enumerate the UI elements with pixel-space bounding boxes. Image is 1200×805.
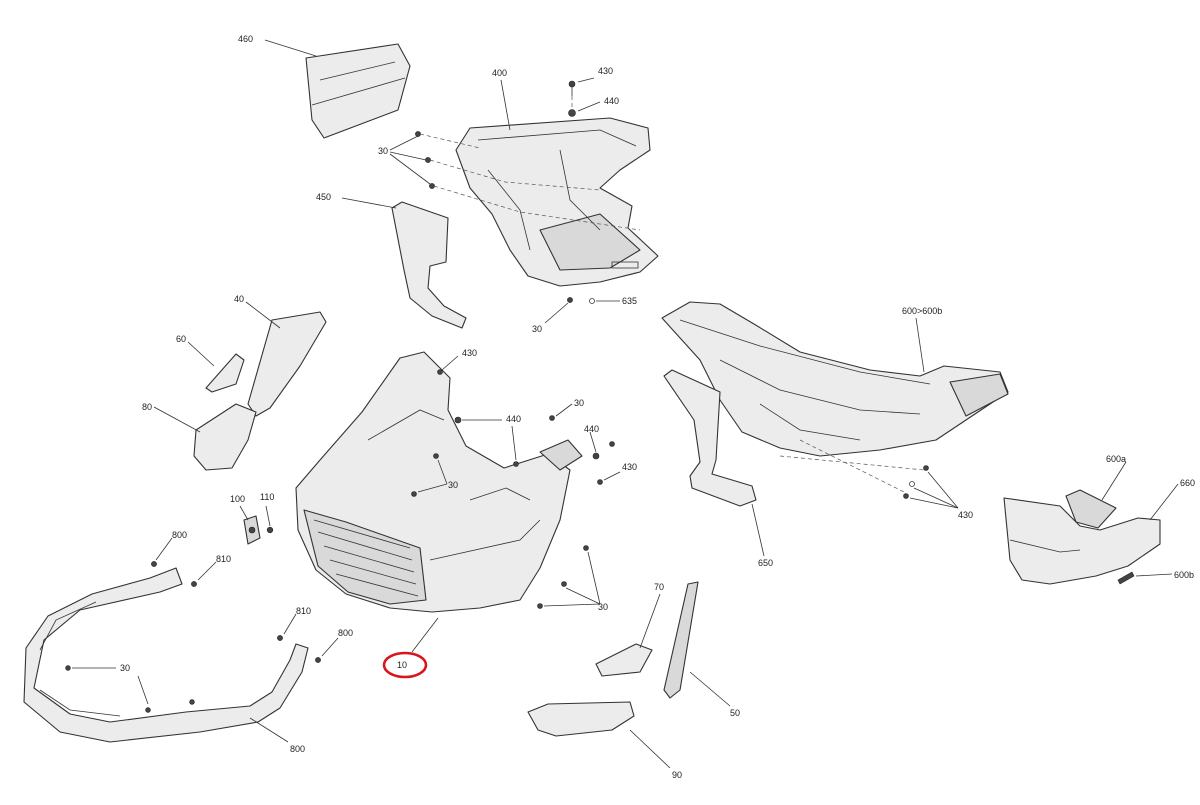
callout-450: 450 <box>316 192 331 202</box>
part-450-panel <box>341 197 467 329</box>
part-90-cover <box>527 701 671 769</box>
part-100-bracket <box>239 505 261 545</box>
callout-400: 400 <box>492 68 507 78</box>
part-40-trim <box>245 301 327 417</box>
part-400-upper-frame <box>455 79 659 287</box>
part-10-front-fascia <box>295 351 583 653</box>
callout-70: 70 <box>654 582 664 592</box>
callout-800: 800 <box>172 530 187 540</box>
callout-440: 440 <box>584 424 599 434</box>
callout-440: 440 <box>604 96 619 106</box>
part-660-side-panel <box>1003 483 1179 585</box>
part-50-seal-strip <box>663 581 731 707</box>
callout-80: 80 <box>142 402 152 412</box>
callout-440: 440 <box>506 414 521 424</box>
callout-90: 90 <box>672 770 682 780</box>
callout-30: 30 <box>574 398 584 408</box>
callout-60: 60 <box>176 334 186 344</box>
part-600a-bracket <box>1065 461 1127 529</box>
callout-660: 660 <box>1180 478 1195 488</box>
highlight-ring-part-10 <box>382 651 428 679</box>
part-650-side-panel <box>663 369 765 557</box>
callout-430: 430 <box>958 510 973 520</box>
callout-635: 635 <box>622 296 637 306</box>
fasteners-10 <box>411 355 621 609</box>
callout-600a: 600a <box>1106 454 1126 464</box>
callout-30: 30 <box>378 146 388 156</box>
callout-100: 100 <box>230 494 245 504</box>
callout-800: 800 <box>338 628 353 638</box>
callout-50: 50 <box>730 708 740 718</box>
callout-labels: 460 400 430 440 30 450 635 30 40 60 80 4… <box>120 34 1195 780</box>
part-70-cover <box>595 593 661 677</box>
fasteners-400 <box>389 77 641 324</box>
callout-30: 30 <box>120 663 130 673</box>
callout-600b: 600b <box>1174 570 1194 580</box>
callout-40: 40 <box>234 294 244 304</box>
callout-430: 430 <box>462 348 477 358</box>
callout-30: 30 <box>598 602 608 612</box>
callout-810: 810 <box>216 554 231 564</box>
callout-600-600b: 600>600b <box>902 306 942 316</box>
callout-10: 10 <box>397 660 407 670</box>
part-600-lower-body <box>661 301 1009 509</box>
callout-430: 430 <box>622 462 637 472</box>
part-110-screw <box>265 505 274 534</box>
callout-810: 810 <box>296 606 311 616</box>
callout-430: 430 <box>598 66 613 76</box>
part-460-side-panel <box>264 39 411 139</box>
part-600b-clip <box>1117 571 1173 585</box>
callout-30: 30 <box>532 324 542 334</box>
part-60-trim <box>187 341 245 393</box>
callout-110: 110 <box>260 492 274 502</box>
callout-460: 460 <box>238 34 253 44</box>
part-800-bumper <box>23 537 339 743</box>
callout-30: 30 <box>448 480 458 490</box>
callout-650: 650 <box>758 558 773 568</box>
part-80-trim <box>153 403 257 471</box>
callout-800: 800 <box>290 744 305 754</box>
